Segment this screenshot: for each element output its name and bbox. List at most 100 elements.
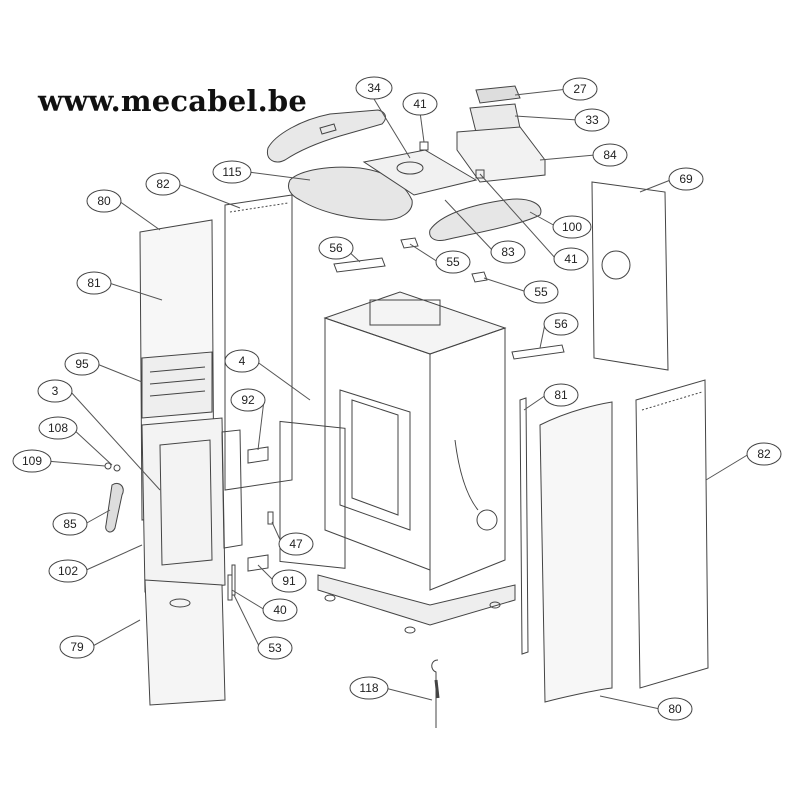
part-118-hook (431, 659, 439, 728)
part-69-rear-panel (591, 181, 669, 371)
callout-c85: 85 (52, 512, 88, 536)
callout-c34: 34 (355, 76, 393, 100)
callout-label: 95 (75, 357, 89, 371)
body-base (317, 574, 516, 626)
foot-3 (489, 601, 501, 609)
callout-label: 108 (48, 421, 68, 435)
callout-c95: 95 (64, 352, 100, 376)
body-right (429, 327, 506, 591)
part-84-rear-box (456, 126, 546, 183)
part-91-hinge (247, 554, 269, 572)
callout-label: 84 (603, 148, 617, 162)
callout-c41b: 41 (553, 247, 589, 271)
callout-label: 109 (22, 454, 42, 468)
callout-c47: 47 (278, 532, 314, 556)
callout-c3: 3 (37, 379, 73, 403)
grille-slot-3 (149, 390, 206, 397)
callout-label: 80 (668, 702, 682, 716)
callout-label: 3 (52, 384, 59, 398)
callout-c81a: 81 (76, 271, 112, 295)
body-front (324, 317, 431, 571)
callout-label: 47 (289, 537, 303, 551)
callout-c92: 92 (230, 388, 266, 412)
part-115-top-cover (287, 166, 413, 221)
callout-c53: 53 (257, 636, 293, 660)
callout-label: 55 (534, 285, 548, 299)
callout-c4: 4 (224, 349, 260, 373)
callout-c27: 27 (562, 77, 598, 101)
callout-label: 69 (679, 172, 693, 186)
callout-label: 115 (222, 165, 241, 179)
body-top (323, 291, 507, 355)
callout-label: 34 (367, 81, 381, 95)
part-80b-side-panel (539, 401, 613, 703)
firebox-opening (339, 389, 411, 531)
callout-c84: 84 (592, 143, 628, 167)
callout-c108: 108 (38, 416, 78, 440)
part-56a-bracket (333, 257, 386, 273)
callout-c102: 102 (48, 559, 88, 583)
part-81b-strip (519, 397, 529, 655)
part-34-hole (396, 161, 424, 175)
callout-label: 41 (413, 97, 427, 111)
callout-label: 81 (554, 388, 568, 402)
part-4-gasket (279, 420, 346, 569)
callout-label: 53 (268, 641, 282, 655)
part-53-strip (231, 564, 236, 596)
callout-c33: 33 (574, 108, 610, 132)
part-85-handle (105, 482, 124, 533)
callout-c79: 79 (59, 635, 95, 659)
firebox-inner (351, 399, 399, 516)
foot-1 (324, 594, 336, 602)
callout-label: 91 (282, 574, 296, 588)
part-92-hinge (247, 446, 269, 464)
part-41a (419, 141, 429, 151)
part-41b (475, 169, 485, 179)
callout-c91: 91 (271, 569, 307, 593)
door-glass (159, 439, 213, 566)
body-top-opening (369, 299, 441, 326)
callout-label: 79 (70, 640, 84, 654)
grille-slot-1 (149, 366, 206, 373)
top-cover-left-hole (319, 123, 337, 135)
callout-label: 4 (239, 354, 246, 368)
callout-label: 100 (562, 220, 582, 234)
callout-c80b: 80 (657, 697, 693, 721)
callout-c40: 40 (262, 598, 298, 622)
part-47-pin (267, 511, 274, 525)
callout-label: 118 (359, 681, 378, 695)
fan-motor (476, 509, 498, 531)
callout-c100: 100 (552, 215, 592, 239)
callout-label: 33 (585, 113, 599, 127)
callout-label: 56 (329, 241, 343, 255)
callout-c41a: 41 (402, 92, 438, 116)
part-34-top-plate (362, 149, 478, 196)
part-56b-bracket (511, 344, 565, 360)
part-100-top-cover-right (429, 198, 542, 241)
callout-c56a: 56 (318, 236, 354, 260)
part-3-glass (221, 429, 243, 549)
callout-label: 82 (156, 177, 170, 191)
part-82a-rear-panel (224, 194, 293, 491)
part-55b-clip (471, 271, 488, 283)
callout-label: 81 (87, 276, 101, 290)
watermark: www.mecabel.be (38, 84, 308, 118)
callout-c82b: 82 (746, 442, 782, 466)
callout-label: 41 (564, 252, 578, 266)
part-95-grille (141, 351, 213, 419)
callout-c83: 83 (490, 240, 526, 264)
callout-c55b: 55 (523, 280, 559, 304)
part-27-display (475, 85, 521, 104)
callout-c82a: 82 (145, 172, 181, 196)
callout-label: 83 (501, 245, 515, 259)
part-55a-clip (400, 237, 419, 249)
part-82b-vents (641, 391, 703, 411)
callout-label: 102 (58, 564, 78, 578)
part-102-door-frame (141, 417, 226, 593)
callout-label: 82 (757, 447, 771, 461)
callout-c80a: 80 (86, 189, 122, 213)
callout-c118: 118 (349, 676, 389, 700)
top-cover-left (266, 109, 386, 163)
